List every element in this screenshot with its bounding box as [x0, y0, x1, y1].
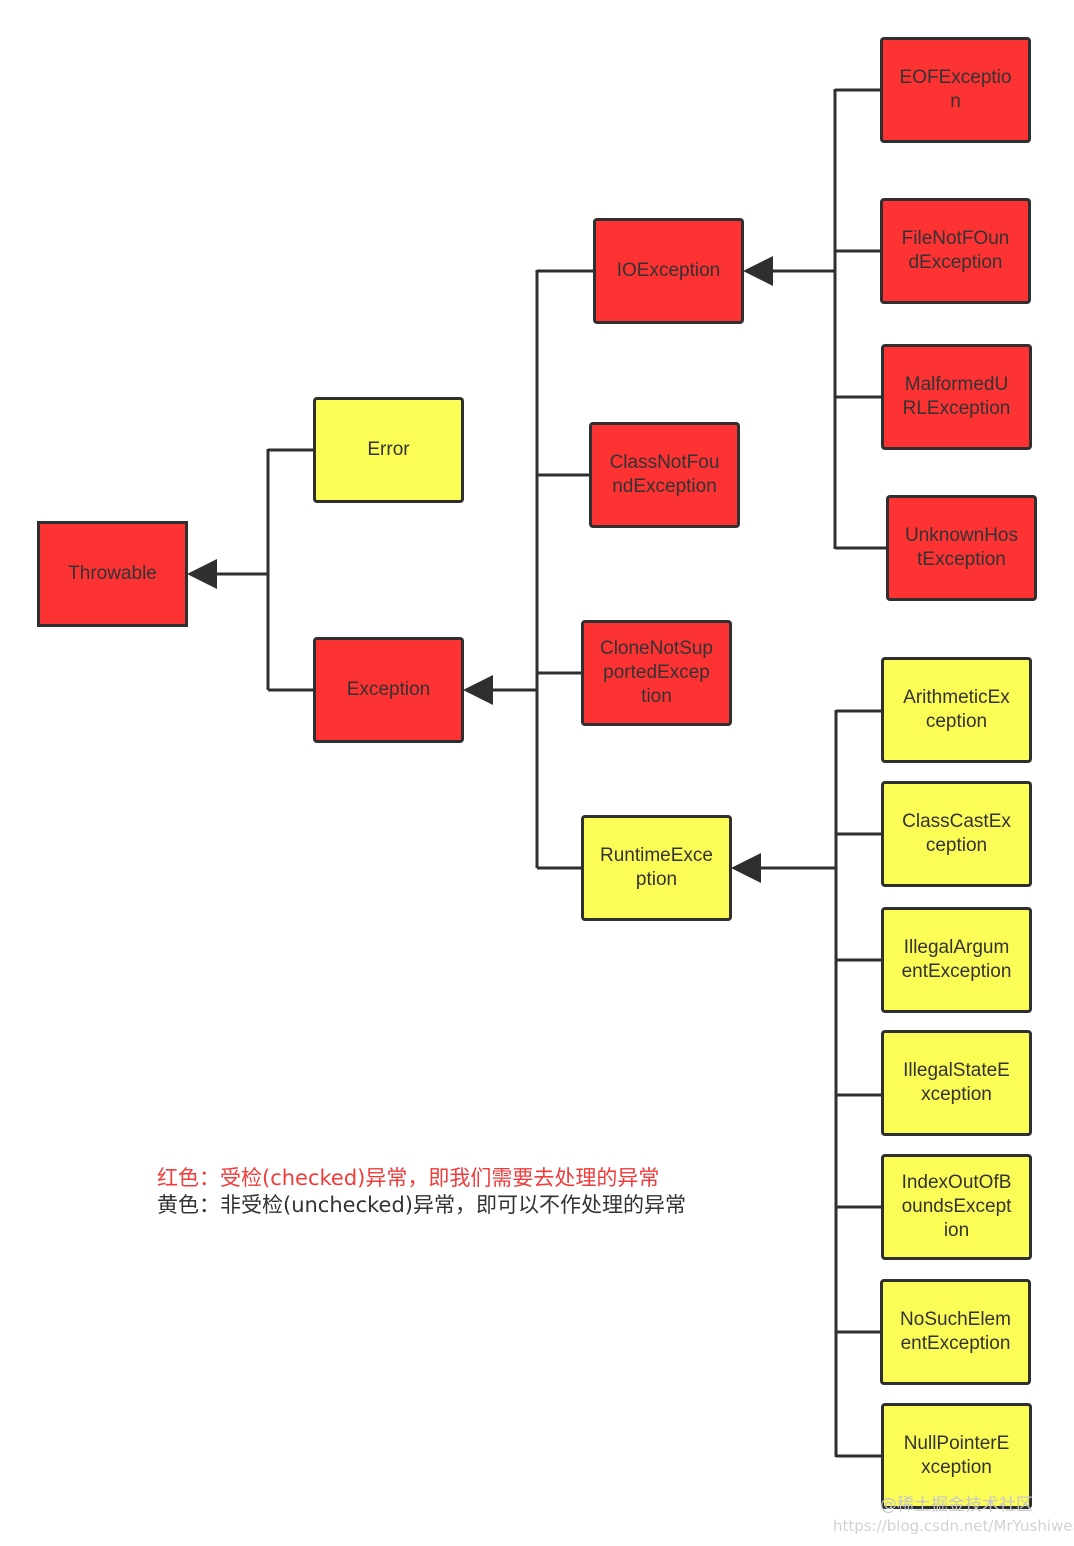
node-arithmeticexception: ArithmeticEx ception	[881, 657, 1032, 763]
legend-checked: 红色：受检(checked)异常，即我们需要去处理的异常	[157, 1166, 660, 1190]
node-nullpointerexception: NullPointerE xception	[881, 1403, 1032, 1509]
node-eofexception: EOFExceptio n	[880, 37, 1031, 143]
node-clonenotsupportedexception: CloneNotSup portedExcep tion	[581, 620, 732, 726]
node-indexoutofboundsexception: IndexOutOfB oundsExcept ion	[881, 1154, 1032, 1260]
watermark-site: @稀土掘金技术社区	[880, 1495, 1033, 1515]
legend-unchecked: 黄色：非受检(unchecked)异常，即可以不作处理的异常	[157, 1193, 686, 1217]
node-runtimeexception: RuntimeExce ption	[581, 815, 732, 921]
node-error: Error	[313, 397, 464, 503]
node-exception: Exception	[313, 637, 464, 743]
node-classcastexception: ClassCastEx ception	[881, 781, 1032, 887]
node-label: Error	[367, 439, 410, 460]
node-label: NoSuchElem entException	[900, 1309, 1011, 1354]
node-label: Throwable	[68, 563, 157, 584]
node-label: ClassNotFou ndException	[609, 452, 720, 497]
node-label: NullPointerE xception	[903, 1433, 1010, 1478]
node-malformedurlexception: MalformedU RLException	[881, 344, 1032, 450]
legend: 红色：受检(checked)异常，即我们需要去处理的异常 黄色：非受检(unch…	[157, 1165, 686, 1219]
node-label: IndexOutOfB oundsExcept ion	[901, 1172, 1012, 1241]
node-label: EOFExceptio n	[899, 67, 1012, 112]
node-label: CloneNotSup portedExcep tion	[599, 638, 714, 707]
node-label: ClassCastEx ception	[902, 811, 1011, 856]
node-throwable: Throwable	[37, 521, 188, 627]
node-illegalargumentexception: IllegalArgum entException	[881, 907, 1032, 1013]
node-unknownhostexception: UnknownHos tException	[886, 495, 1037, 601]
node-illegalstateexception: IllegalStateE xception	[881, 1030, 1032, 1136]
node-classnotfoundexception: ClassNotFou ndException	[589, 422, 740, 528]
node-label: IllegalArgum entException	[901, 937, 1012, 982]
node-label: IOException	[616, 260, 721, 281]
node-label: ArithmeticEx ception	[903, 687, 1010, 732]
node-nosuchelementexception: NoSuchElem entException	[880, 1279, 1031, 1385]
node-label: FileNotFOun dException	[901, 228, 1010, 273]
node-filenotfoundexception: FileNotFOun dException	[880, 198, 1031, 304]
watermark-url: https://blog.csdn.net/MrYushiwen	[833, 1517, 1074, 1535]
node-label: IllegalStateE xception	[903, 1060, 1010, 1105]
node-label: MalformedU RLException	[902, 374, 1011, 419]
node-label: UnknownHos tException	[905, 525, 1018, 570]
node-label: Exception	[346, 679, 431, 700]
node-label: RuntimeExce ption	[600, 845, 713, 890]
node-ioexception: IOException	[593, 218, 744, 324]
